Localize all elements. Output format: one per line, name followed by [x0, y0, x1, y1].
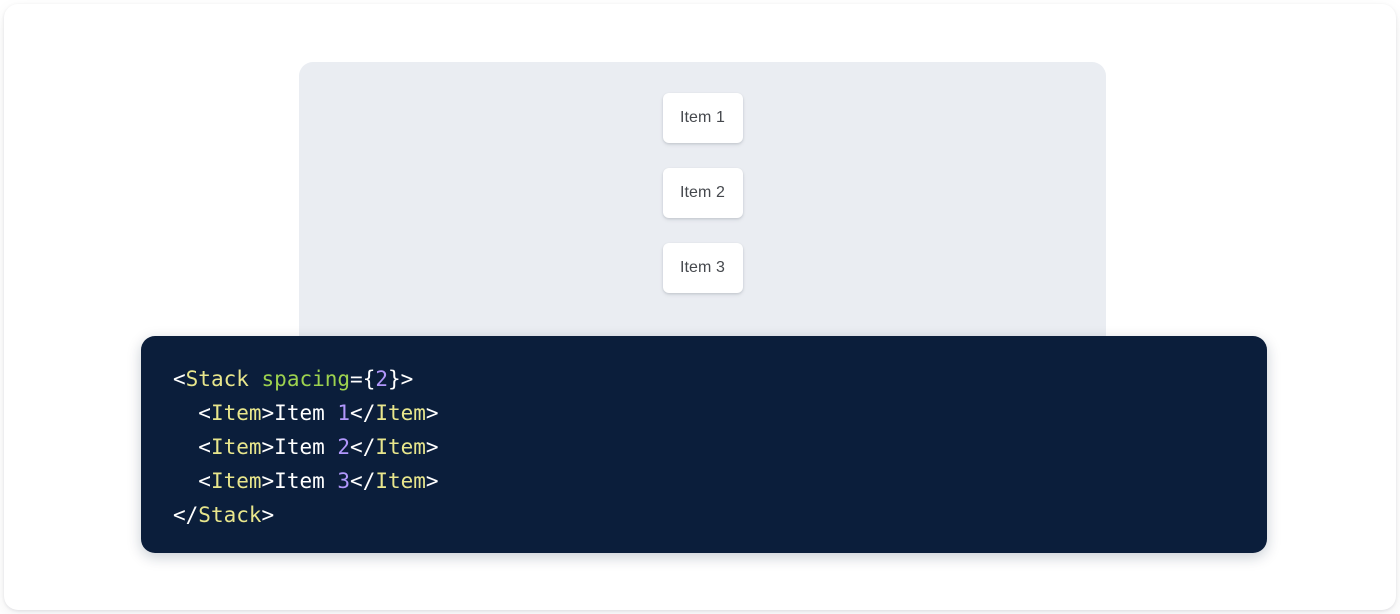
code-token-punct: > — [261, 401, 275, 425]
code-line: <Stack spacing={2}> — [173, 362, 1235, 396]
code-token-punct: > — [425, 435, 439, 459]
code-line: </Stack> — [173, 498, 1235, 532]
code-token-punct: > — [425, 401, 439, 425]
code-token-text: Item — [274, 469, 338, 493]
code-token-punct: > — [425, 469, 439, 493]
code-token-punct: }> — [388, 367, 414, 391]
stack-item-label: Item 1 — [679, 109, 726, 126]
page-frame: Item 1 Item 2 Item 3 <Stack spacing={2}>… — [4, 4, 1396, 610]
code-line: <Item>Item 1</Item> — [173, 396, 1235, 430]
stack-item[interactable]: Item 2 — [662, 168, 743, 218]
code-line: <Item>Item 2</Item> — [173, 430, 1235, 464]
code-token-punct: < — [173, 435, 211, 459]
code-token-punct: > — [261, 503, 275, 527]
code-token-punct: > — [261, 435, 275, 459]
code-token-tag: Item — [375, 469, 426, 493]
code-token-tag: Stack — [185, 367, 249, 391]
code-text: <Stack spacing={2}> <Item>Item 1</Item> … — [173, 362, 1235, 532]
stack-item[interactable]: Item 3 — [662, 243, 743, 293]
code-token-tag: Stack — [198, 503, 262, 527]
code-token-num: 1 — [337, 401, 351, 425]
code-token-punct: < — [173, 367, 186, 391]
stack-preview-panel: Item 1 Item 2 Item 3 — [299, 62, 1106, 354]
stack-container: Item 1 Item 2 Item 3 — [662, 93, 743, 293]
code-token-num: 2 — [337, 435, 351, 459]
code-token-num: 2 — [375, 367, 388, 391]
code-token-punct: < — [173, 469, 211, 493]
code-token-punct: </ — [350, 401, 376, 425]
code-token-tag: Item — [375, 435, 426, 459]
code-token-text: Item — [274, 401, 338, 425]
code-token-attr: spacing — [261, 367, 351, 391]
code-token-tag: Item — [375, 401, 426, 425]
code-token-tag: Item — [210, 469, 262, 493]
stack-item-label: Item 2 — [679, 184, 726, 201]
code-token-punct: </ — [173, 503, 199, 527]
stack-item[interactable]: Item 1 — [662, 93, 743, 143]
code-token-punct: </ — [350, 469, 376, 493]
code-line: <Item>Item 3</Item> — [173, 464, 1235, 498]
code-token-tag: Item — [210, 435, 262, 459]
code-token-num: 3 — [337, 469, 351, 493]
code-token-punct: ={ — [350, 367, 376, 391]
stack-item-label: Item 3 — [679, 259, 726, 276]
code-snippet-block[interactable]: <Stack spacing={2}> <Item>Item 1</Item> … — [141, 336, 1267, 553]
code-token-tag: Item — [210, 401, 262, 425]
code-token-punct: > — [261, 469, 275, 493]
code-token-punct — [249, 367, 262, 391]
code-token-text: Item — [274, 435, 338, 459]
code-token-punct: </ — [350, 435, 376, 459]
code-token-punct: < — [173, 401, 211, 425]
